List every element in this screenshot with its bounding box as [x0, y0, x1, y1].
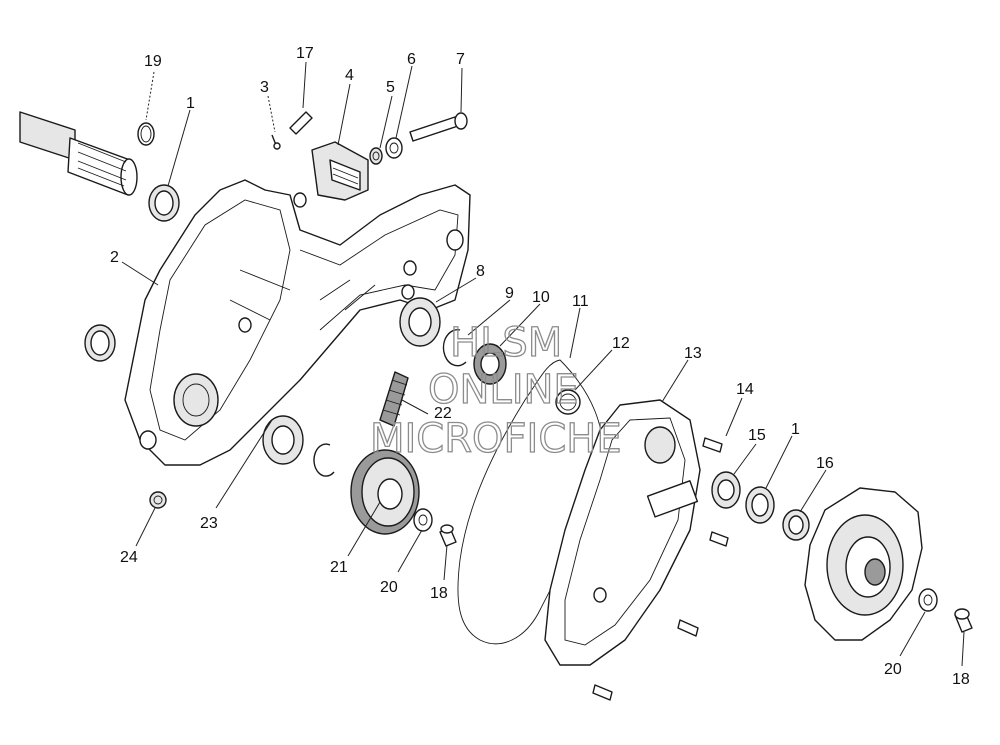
- drive-shaft: [19, 111, 138, 196]
- chaincase-housing: [124, 179, 471, 466]
- bearing-23: [262, 415, 304, 465]
- callout-4: 4: [345, 67, 354, 84]
- chain-22: [379, 371, 409, 427]
- callout-2: 2: [110, 249, 119, 266]
- snap-ring-lower: [313, 443, 335, 477]
- bolt-18-right: [954, 608, 973, 633]
- callout-13: 13: [684, 345, 702, 362]
- bolt-18-left: [439, 524, 457, 547]
- watermark-line-2: ONLINE: [428, 367, 579, 413]
- pin-17: [289, 111, 313, 135]
- callout-6: 6: [407, 51, 416, 68]
- brake-disc: [804, 487, 923, 641]
- callout-1-right: 1: [791, 421, 800, 438]
- callout-5: 5: [386, 79, 395, 96]
- callout-3: 3: [260, 79, 269, 96]
- watermark: HLSM ONLINE MICROFICHE: [369, 319, 622, 462]
- callout-12: 12: [612, 335, 630, 352]
- cover-bolts: [592, 437, 729, 701]
- seal-1-right: [745, 486, 775, 524]
- callout-17: 17: [296, 45, 314, 62]
- watermark-line-3: MICROFICHE: [370, 416, 622, 462]
- bolt-7: [409, 112, 468, 142]
- callout-7: 7: [456, 51, 465, 68]
- nut-5: [369, 147, 383, 165]
- callout-10: 10: [532, 289, 550, 306]
- callout-18-left: 18: [430, 585, 448, 602]
- callout-9: 9: [505, 285, 514, 302]
- sprocket-10: [473, 343, 507, 385]
- sleeve-16: [782, 509, 810, 541]
- snap-ring-19: [137, 122, 155, 146]
- pin-3: [271, 134, 281, 150]
- callout-16: 16: [816, 455, 834, 472]
- callout-labels: 19 1 2 3 17 4 5 6 7 8 9 10 11 12 13 14 1…: [110, 45, 970, 688]
- o-ring-12: [555, 389, 581, 415]
- washer-20-right: [918, 588, 938, 612]
- watermark-line-1: HLSM: [450, 320, 562, 366]
- bearing-15: [711, 471, 741, 509]
- callout-21: 21: [330, 559, 348, 576]
- callout-18-right: 18: [952, 671, 970, 688]
- callout-19: 19: [144, 53, 162, 70]
- spacer-6: [385, 137, 403, 159]
- bearing-8: [399, 297, 441, 347]
- snap-ring-9: [442, 329, 467, 367]
- sprocket-21: [350, 449, 420, 535]
- washer-20-left: [413, 508, 433, 532]
- seal-2: [84, 324, 116, 362]
- leader-lines: [121, 61, 965, 667]
- seal-1-upper: [148, 184, 180, 222]
- callout-24: 24: [120, 549, 138, 566]
- chaincase-cover-13: [544, 399, 701, 666]
- callout-20-left: 20: [380, 579, 398, 596]
- callout-23: 23: [200, 515, 218, 532]
- nut-24: [149, 491, 167, 509]
- callout-14: 14: [736, 381, 754, 398]
- callout-20-right: 20: [884, 661, 902, 678]
- callout-1-upper: 1: [186, 95, 195, 112]
- tensioner-block-4: [311, 141, 369, 201]
- callout-11: 11: [572, 293, 589, 310]
- callout-22: 22: [434, 405, 452, 422]
- callout-8: 8: [476, 263, 485, 280]
- callout-15: 15: [748, 427, 766, 444]
